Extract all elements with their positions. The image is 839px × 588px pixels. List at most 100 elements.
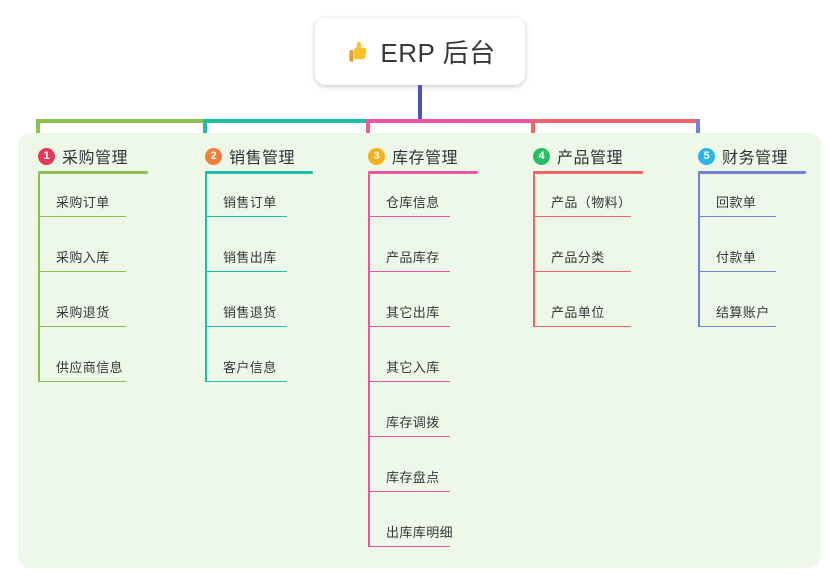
module-item-label: 产品库存 (386, 250, 440, 265)
module-item-rule (368, 435, 450, 437)
column-header-rule (533, 171, 643, 174)
module-item-rule (368, 215, 450, 217)
module-item-label: 库存调拨 (386, 415, 440, 430)
module-item-rule (698, 270, 776, 272)
module-item-label: 客户信息 (223, 360, 277, 375)
column-title: 财务管理 (722, 150, 789, 167)
module-item[interactable]: 仓库信息 (368, 181, 450, 217)
module-item-rule (368, 490, 450, 492)
module-item-rule (368, 325, 450, 327)
root-node-erp-backend[interactable]: ERP 后台 (315, 18, 525, 85)
module-item-label: 采购订单 (56, 195, 110, 210)
module-item[interactable]: 供应商信息 (38, 346, 126, 382)
module-item[interactable]: 产品单位 (533, 291, 631, 327)
connector-drop (531, 119, 535, 145)
module-item-label: 出库库明细 (386, 525, 454, 540)
module-item-rule (698, 215, 776, 217)
connector-drop (203, 119, 207, 145)
connector-drop (696, 119, 700, 145)
column-number-badge: 1 (38, 147, 55, 165)
modules-panel: 1 采购管理采购订单采购入库采购退货供应商信息 2 销售管理销售订单销售出库销售退货客… (18, 133, 821, 568)
module-item-label: 仓库信息 (386, 195, 440, 210)
module-item[interactable]: 库存调拨 (368, 401, 450, 437)
module-item-label: 其它出库 (386, 305, 440, 320)
module-item-label: 供应商信息 (56, 360, 124, 375)
module-item-rule (533, 215, 631, 217)
module-item-label: 销售退货 (223, 305, 277, 320)
module-item[interactable]: 采购订单 (38, 181, 126, 217)
module-item-rule (368, 270, 450, 272)
module-item[interactable]: 其它入库 (368, 346, 450, 382)
module-item-rule (698, 325, 776, 327)
column-title: 库存管理 (392, 150, 459, 167)
thumbs-up-icon (344, 39, 370, 65)
module-item[interactable]: 出库库明细 (368, 511, 454, 547)
module-item-label: 付款单 (716, 250, 757, 265)
column-number-badge: 2 (205, 147, 222, 165)
connector-segment (203, 119, 370, 123)
column-stem (698, 174, 700, 327)
module-item-label: 其它入库 (386, 360, 440, 375)
module-item-rule (533, 270, 631, 272)
root-title: ERP 后台 (380, 38, 496, 68)
module-item-rule (205, 270, 287, 272)
module-item-label: 库存盘点 (386, 470, 440, 485)
module-item-rule (368, 545, 450, 547)
column-number-badge: 4 (533, 147, 550, 165)
module-item-rule (205, 325, 287, 327)
column-header-rule (368, 171, 478, 174)
module-item[interactable]: 结算账户 (698, 291, 776, 327)
connector-segment (36, 119, 207, 123)
column-header[interactable]: 1 采购管理 (38, 144, 128, 168)
module-item[interactable]: 产品（物料） (533, 181, 631, 217)
module-item-rule (38, 270, 126, 272)
column-title: 采购管理 (62, 150, 129, 167)
connector-segment (531, 119, 700, 123)
module-item-label: 采购入库 (56, 250, 110, 265)
column-header[interactable]: 3 库存管理 (368, 144, 458, 168)
module-item[interactable]: 库存盘点 (368, 456, 450, 492)
module-column-1: 1 采购管理采购订单采购入库采购退货供应商信息 (38, 133, 168, 568)
module-item-label: 销售订单 (223, 195, 277, 210)
module-item-rule (38, 215, 126, 217)
module-item-label: 产品分类 (551, 250, 605, 265)
column-header-rule (38, 171, 148, 174)
column-header[interactable]: 2 销售管理 (205, 144, 295, 168)
module-item-rule (533, 325, 631, 327)
module-item-rule (205, 380, 287, 382)
module-item[interactable]: 付款单 (698, 236, 776, 272)
connector-drop (366, 119, 370, 145)
module-item-label: 采购退货 (56, 305, 110, 320)
module-item[interactable]: 销售出库 (205, 236, 287, 272)
module-column-3: 3 库存管理仓库信息产品库存其它出库其它入库库存调拨库存盘点出库库明细 (368, 133, 498, 568)
column-stem (38, 174, 40, 382)
module-column-2: 2 销售管理销售订单销售出库销售退货客户信息 (205, 133, 333, 568)
module-item[interactable]: 销售订单 (205, 181, 287, 217)
module-item[interactable]: 产品库存 (368, 236, 450, 272)
module-item[interactable]: 产品分类 (533, 236, 631, 272)
module-item[interactable]: 销售退货 (205, 291, 287, 327)
module-item-rule (38, 380, 126, 382)
module-item-label: 产品（物料） (551, 195, 632, 210)
column-number-badge: 3 (368, 147, 385, 165)
module-item[interactable]: 客户信息 (205, 346, 287, 382)
module-item-rule (38, 325, 126, 327)
connector-drop (36, 119, 40, 145)
module-item[interactable]: 采购入库 (38, 236, 126, 272)
column-stem (533, 174, 535, 327)
root-stem (418, 85, 422, 123)
connector-segment (366, 119, 535, 123)
module-item-rule (368, 380, 450, 382)
module-item[interactable]: 其它出库 (368, 291, 450, 327)
column-title: 销售管理 (229, 150, 296, 167)
module-item-rule (205, 215, 287, 217)
module-item-label: 产品单位 (551, 305, 605, 320)
column-header-rule (205, 171, 313, 174)
module-item[interactable]: 采购退货 (38, 291, 126, 327)
module-item[interactable]: 回款单 (698, 181, 776, 217)
